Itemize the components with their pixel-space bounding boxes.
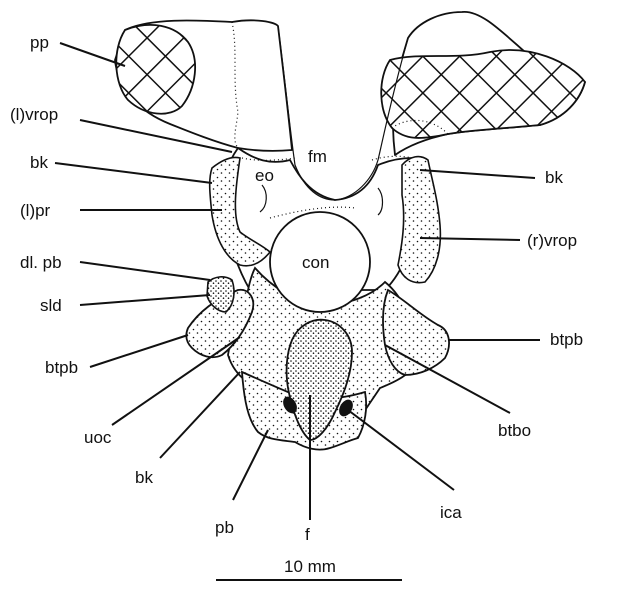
label-sld: sld	[40, 296, 62, 315]
leader-sld	[80, 295, 210, 305]
label-btpb-right: btpb	[550, 330, 583, 349]
leader-bk-left-upper	[55, 163, 212, 183]
label-l-vrop: (l)vrop	[10, 105, 58, 124]
label-eo: eo	[255, 166, 274, 185]
label-pb: pb	[215, 518, 234, 537]
label-bk-lower: bk	[135, 468, 153, 487]
label-bk-left-upper: bk	[30, 153, 48, 172]
label-l-pr: (l)pr	[20, 201, 51, 220]
label-uoc: uoc	[84, 428, 112, 447]
scale-bar-label: 10 mm	[284, 557, 336, 576]
left-crosshatch-area	[116, 25, 195, 114]
right-crosshatch-area	[381, 50, 585, 138]
scale-bar: 10 mm	[216, 557, 402, 580]
label-con: con	[302, 253, 329, 272]
label-fm: fm	[308, 147, 327, 166]
leader-btpb-left	[90, 335, 188, 367]
label-bk-right: bk	[545, 168, 563, 187]
label-f: f	[305, 525, 310, 544]
leader-btbo	[385, 345, 510, 413]
label-dl-pb: dl. pb	[20, 253, 62, 272]
label-ica: ica	[440, 503, 462, 522]
label-btbo: btbo	[498, 421, 531, 440]
leader-dl-pb	[80, 262, 210, 280]
leader-uoc	[112, 337, 240, 425]
right-vrop-flank	[398, 157, 440, 283]
leader-ica	[348, 410, 454, 490]
label-btpb-left: btpb	[45, 358, 78, 377]
label-pp: pp	[30, 33, 49, 52]
leader-pb	[233, 430, 268, 500]
leader-bk-right	[420, 170, 535, 178]
label-r-vrop: (r)vrop	[527, 231, 577, 250]
leader-pp	[60, 43, 125, 66]
